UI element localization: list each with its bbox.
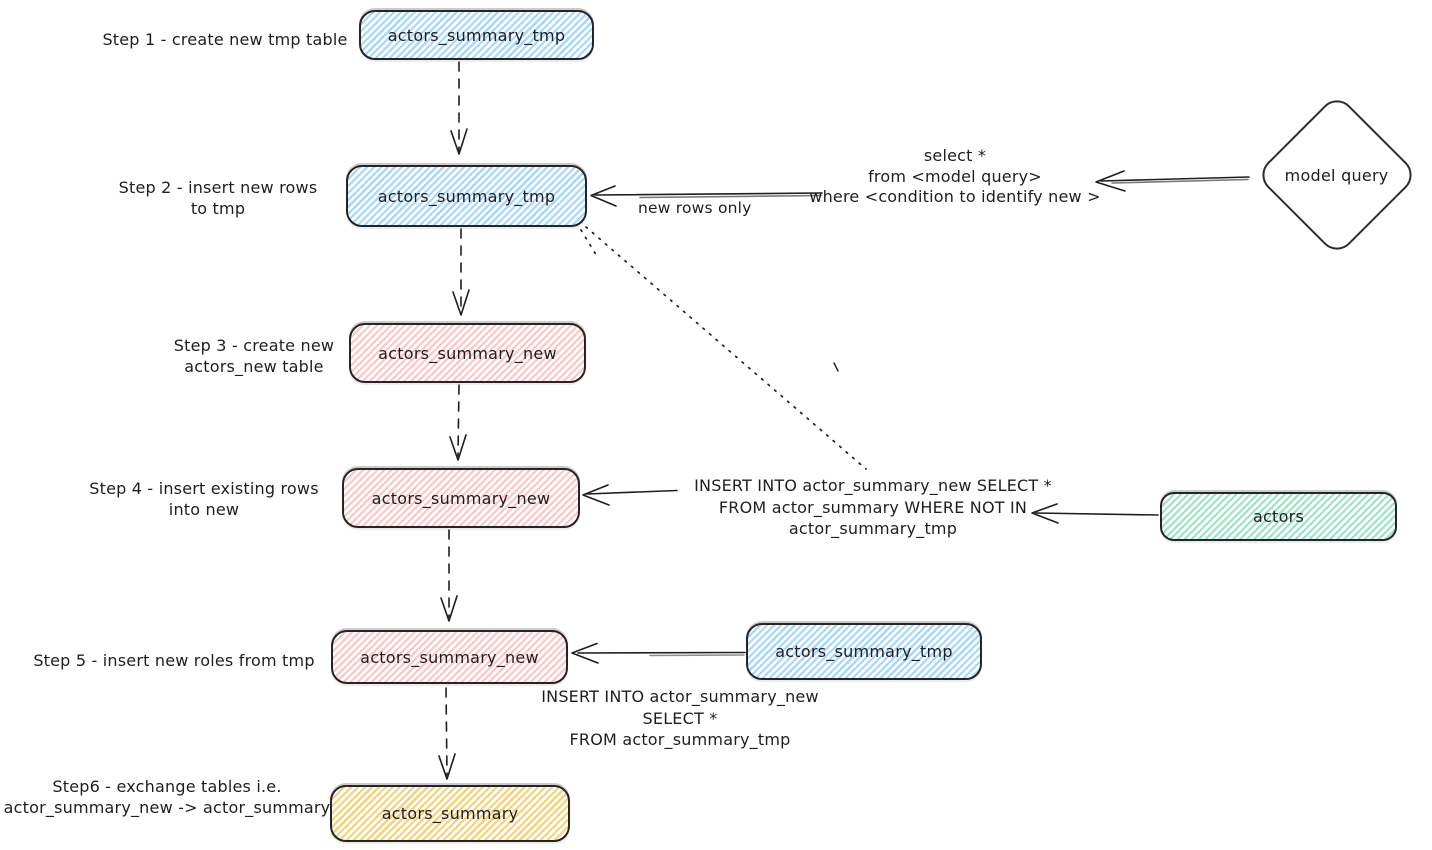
node-text: model query [1285,165,1389,185]
arrow-step1-to-step2 [450,61,468,155]
step3-label: Step 3 - create new actors_new table [173,336,335,376]
node-step4-actors-summary-new: actors_summary_new [342,468,580,528]
arrow-newrows-to-step2 [590,185,823,207]
step1-label: Step 1 - create new tmp table [102,30,348,49]
arrow-step5-to-step6 [438,687,456,780]
arrow-actors-to-insertnotin [1031,503,1159,524]
node-step6-actors-summary: actors_summary [330,785,570,842]
stray-mark [833,362,839,372]
annotation-insert-from-tmp: INSERT INTO actor_summary_new SELECT * F… [541,687,819,749]
node-text: actors [1252,507,1305,526]
annotation-select-query: select * from <model query> where <condi… [809,146,1101,206]
arrow-step2-to-step3 [452,228,470,316]
node-text: actors_summary [381,804,519,823]
arrow-modelquery-to-selectquery [1095,170,1250,192]
step6-label: Step6 - exchange tables i.e. actor_summa… [3,777,331,817]
step5-label: Step 5 - insert new roles from tmp [33,651,315,670]
node-source-actors: actors [1160,492,1397,541]
step2-label: Step 2 - insert new rows to tmp [118,178,318,218]
node-step3-actors-summary-new: actors_summary_new [349,323,586,383]
node-text: actors_summary_tmp [775,642,953,661]
node-text: actors_summary_new [371,488,551,508]
annotation-insert-not-in: INSERT INTO actor_summary_new SELECT * F… [694,476,1052,538]
node-source-actors-summary-tmp: actors_summary_tmp [746,623,982,680]
annotation-new-rows-only: new rows only [638,199,752,217]
node-text: actors_summary_tmp [377,186,556,206]
arrow-step3-to-step4 [449,384,467,461]
arrow-step4-to-step5 [440,529,458,622]
node-text: actors_summary_new [360,647,539,667]
node-step1-actors-summary-tmp: actors_summary_tmp [359,10,594,60]
arrow-insertnotin-to-step4 [582,484,678,506]
node-step2-actors-summary-tmp: actors_summary_tmp [346,165,587,227]
arrow-tmpsource-to-step5 [571,642,746,664]
node-text: actors_summary_tmp [387,25,566,45]
node-text: actors_summary_new [378,343,557,363]
step4-label: Step 4 - insert existing rows into new [89,479,319,519]
dotted-link-step2-to-insertnotin [580,226,867,470]
node-step5-actors-summary-new: actors_summary_new [331,630,568,684]
